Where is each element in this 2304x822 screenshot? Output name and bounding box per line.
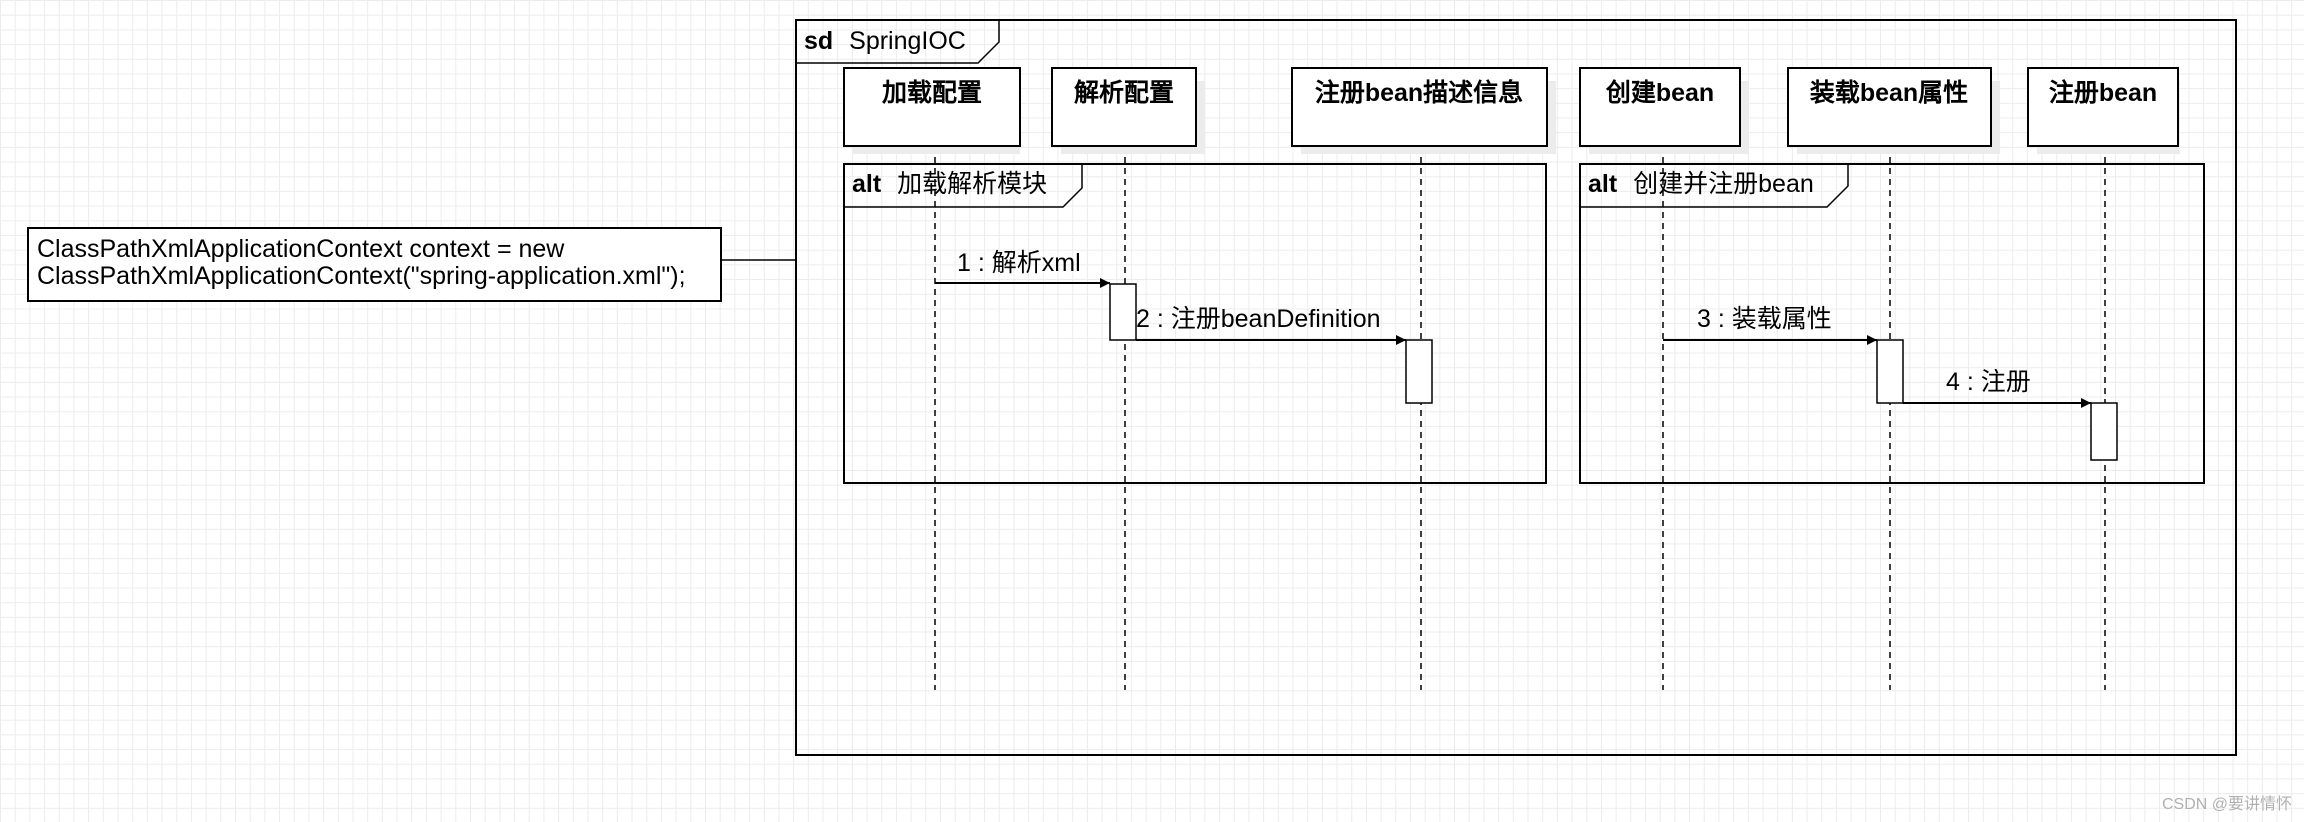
lifeline-heads: 加载配置 解析配置 注册bean描述信息 创建bean 装载bean属性 注册b… <box>843 67 2180 154</box>
fragment-label: 加载解析模块 <box>897 170 1047 198</box>
svg-text:sd SpringIOC: sd SpringIOC <box>804 27 966 55</box>
sd-frame-title: SpringIOC <box>849 27 966 55</box>
message-label-2: 2 : 注册beanDefinition <box>1136 305 1381 333</box>
lifeline-head-create-bean: 创建bean <box>1579 67 1749 154</box>
fragment-keyword: alt <box>1588 170 1618 198</box>
lifeline-head-parse-config: 解析配置 <box>1051 67 1205 154</box>
note-line-1: ClassPathXmlApplicationContext context =… <box>37 235 565 263</box>
lifeline-label: 解析配置 <box>1074 79 1174 107</box>
lifeline-head-load-bean-properties: 装载bean属性 <box>1787 67 2000 154</box>
fragment-label: 创建并注册bean <box>1633 170 1814 198</box>
alt-fragment-load-parse: alt 加载解析模块 <box>843 163 1547 484</box>
lifeline-head-register-bean: 注册bean <box>2027 67 2180 154</box>
sd-frame-keyword: sd <box>804 27 833 55</box>
svg-text:alt 创建并注册bean: alt 创建并注册bean <box>1588 170 1814 198</box>
activation-bars <box>1109 283 2118 461</box>
message-label-3: 3 : 装载属性 <box>1697 305 1832 333</box>
lifeline-label: 加载配置 <box>881 79 982 107</box>
messages <box>935 278 2091 408</box>
activation-bar-parse-config <box>1109 283 1137 341</box>
lifeline-head-load-config: 加载配置 <box>843 67 1021 154</box>
code-note: ClassPathXmlApplicationContext context =… <box>27 227 796 302</box>
lifeline-lines <box>934 146 2106 690</box>
message-labels: 1 : 解析xml 2 : 注册beanDefinition 3 : 装载属性 … <box>957 249 2031 396</box>
lifeline-label: 注册bean <box>2049 78 2157 107</box>
note-line-2: ClassPathXmlApplicationContext("spring-a… <box>37 262 686 290</box>
lifeline-label: 注册bean描述信息 <box>1315 78 1523 107</box>
fragment-keyword: alt <box>852 170 882 198</box>
message-label-1: 1 : 解析xml <box>957 249 1081 277</box>
activation-bar-register-definition <box>1405 339 1433 404</box>
watermark: CSDN @要讲情怀 <box>2161 796 2292 813</box>
sd-frame: sd SpringIOC <box>795 19 2237 756</box>
lifeline-label: 创建bean <box>1605 79 1714 107</box>
lifeline-label: 装载bean属性 <box>1810 79 1968 107</box>
activation-bar-load-properties <box>1876 339 1904 404</box>
activation-bar-register-bean <box>2090 402 2118 461</box>
alt-fragment-create-register: alt 创建并注册bean <box>1579 163 2205 484</box>
message-label-4: 4 : 注册 <box>1946 368 2031 396</box>
lifeline-head-register-bean-definition: 注册bean描述信息 <box>1291 67 1556 154</box>
svg-text:alt 加载解析模块: alt 加载解析模块 <box>852 170 1047 198</box>
